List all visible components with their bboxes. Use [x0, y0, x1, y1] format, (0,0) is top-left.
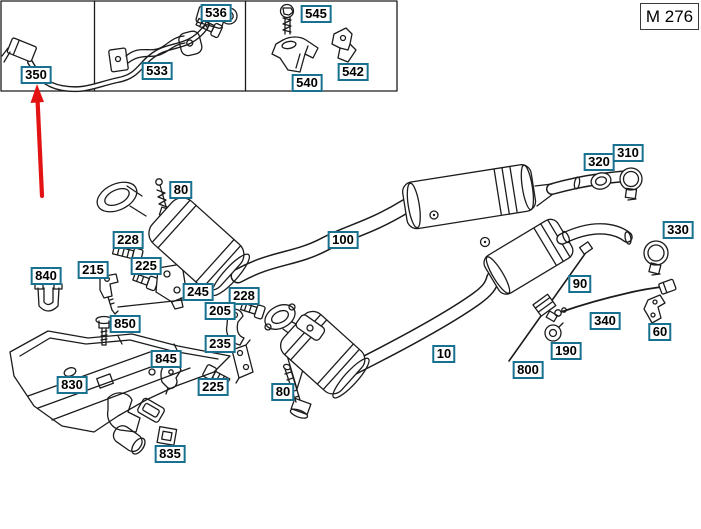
part-label-545[interactable]: 545: [300, 5, 332, 23]
bolt-850-drawing: [95, 315, 113, 346]
catalytic-converter-front-drawing: [148, 197, 251, 297]
bolt-228-rear-drawing: [239, 302, 266, 320]
part-label-350[interactable]: 350: [20, 66, 52, 84]
part-label-60[interactable]: 60: [648, 323, 672, 341]
part-label-10[interactable]: 10: [432, 345, 456, 363]
part-label-310[interactable]: 310: [612, 144, 644, 162]
bracket-215-drawing: [99, 273, 119, 315]
part-label-542[interactable]: 542: [337, 63, 369, 81]
clamp-310-drawing: [619, 167, 643, 201]
part-label-536[interactable]: 536: [200, 4, 232, 22]
part-label-215[interactable]: 215: [77, 261, 109, 279]
oxygen-sensor-340-drawing: [545, 278, 677, 323]
bracket-542-drawing: [331, 27, 357, 63]
part-label-100[interactable]: 100: [327, 231, 359, 249]
part-label-80-rear[interactable]: 80: [271, 383, 295, 401]
engine-code-box: M 276: [640, 3, 699, 30]
hanger-835-drawing: [106, 392, 178, 455]
part-label-330[interactable]: 330: [662, 221, 694, 239]
part-label-90[interactable]: 90: [568, 275, 592, 293]
part-label-225-front[interactable]: 225: [130, 257, 162, 275]
bracket-540-drawing: [271, 36, 319, 73]
inlet-flange-drawing: [96, 181, 138, 213]
bolt-545-drawing: [279, 3, 295, 35]
oxygen-sensor-90-drawing: [508, 241, 594, 362]
part-label-840[interactable]: 840: [30, 267, 62, 285]
part-label-80-front[interactable]: 80: [169, 181, 193, 199]
catalytic-converter-mid-drawing: [402, 164, 537, 230]
part-label-245[interactable]: 245: [182, 283, 214, 301]
part-label-340[interactable]: 340: [589, 312, 621, 330]
part-label-190[interactable]: 190: [550, 342, 582, 360]
part-label-320[interactable]: 320: [583, 153, 615, 171]
part-label-800[interactable]: 800: [512, 361, 544, 379]
clamp-330-drawing: [643, 240, 669, 276]
part-label-850[interactable]: 850: [109, 315, 141, 333]
part-label-540[interactable]: 540: [291, 74, 323, 92]
bracket-60-drawing: [643, 294, 666, 324]
part-label-845[interactable]: 845: [150, 350, 182, 368]
part-label-228-front[interactable]: 228: [112, 231, 144, 249]
clamp-840-drawing: [34, 283, 63, 312]
bracket-533-drawing: [108, 30, 203, 73]
engine-code-label: M 276: [645, 7, 694, 26]
cat-mount-lug-drawing: [295, 314, 326, 341]
pointer-arrow-350: [30, 84, 45, 199]
part-label-835[interactable]: 835: [154, 445, 186, 463]
grommet-190-drawing: [544, 322, 564, 342]
part-label-225-rear[interactable]: 225: [197, 378, 229, 396]
gasket-320-drawing: [590, 172, 612, 190]
part-label-235[interactable]: 235: [204, 335, 236, 353]
part-label-533[interactable]: 533: [141, 62, 173, 80]
part-label-830[interactable]: 830: [56, 376, 88, 394]
parts-grid-frame: [0, 0, 398, 92]
rear-exhaust-assembly: [264, 218, 633, 399]
part-label-228-rear[interactable]: 228: [228, 287, 260, 305]
part-label-205[interactable]: 205: [204, 302, 236, 320]
bracket-235-drawing: [231, 339, 254, 384]
